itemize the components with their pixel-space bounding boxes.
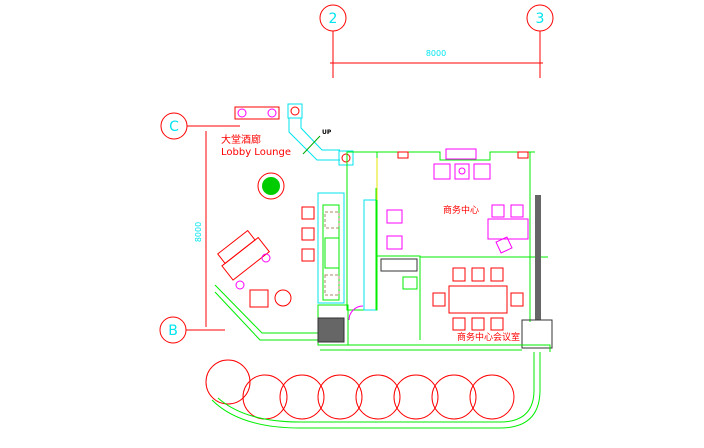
- lobby-lounge-en-label: Lobby Lounge: [221, 147, 291, 158]
- landscape-trees: [205, 352, 541, 429]
- meeting-room-label: 商务中心会议室: [457, 331, 520, 343]
- grid-axis-b: B: [159, 316, 225, 344]
- plant-icon: [262, 177, 280, 195]
- dimension-horizontal-text: 8000: [426, 49, 446, 58]
- grid-axis-c: C: [160, 112, 240, 140]
- grid-label-2: 2: [329, 11, 338, 27]
- lobby-lounge-cn-label: 大堂酒廊: [221, 133, 261, 146]
- dimension-vertical: 8000: [194, 131, 207, 327]
- grid-label-3: 3: [536, 11, 545, 27]
- dimension-vertical-text: 8000: [194, 222, 203, 242]
- stair: UP: [287, 103, 354, 166]
- walls: [320, 151, 553, 352]
- bar-counter: [317, 151, 378, 346]
- lobby-lounge: 大堂酒廊 Lobby Lounge: [214, 106, 320, 341]
- meeting-room: 商务中心会议室: [432, 267, 524, 343]
- dimension-horizontal: 8000: [330, 49, 543, 64]
- grid-label-c: C: [169, 119, 179, 135]
- stair-up-label: UP: [322, 129, 332, 136]
- business-center-label: 商务中心: [443, 204, 479, 216]
- grid-label-b: B: [168, 323, 178, 339]
- grid-axis-2: 2: [319, 4, 347, 78]
- business-center: 商务中心: [380, 148, 529, 290]
- grid-axis-3: 3: [526, 4, 554, 78]
